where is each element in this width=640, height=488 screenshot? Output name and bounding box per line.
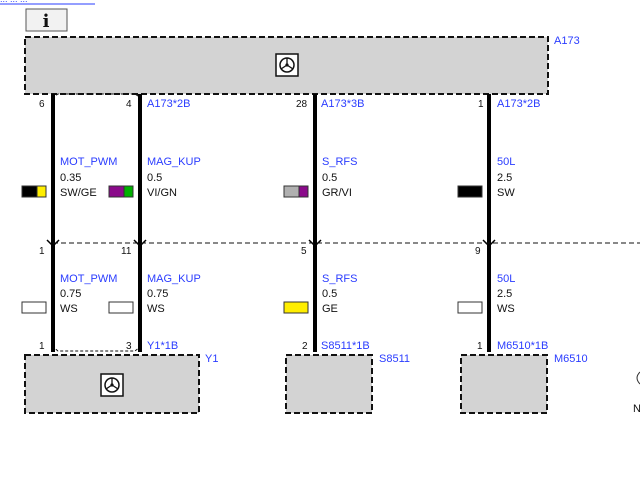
component-label-s8511[interactable]: S8511 xyxy=(379,353,410,365)
edge-mark xyxy=(636,371,640,385)
wire-gauge: 0.35 xyxy=(60,172,81,184)
component-label-m6510[interactable]: M6510 xyxy=(554,353,588,365)
wire-color-code: WS xyxy=(60,303,78,315)
connector-label[interactable]: A173*2B xyxy=(147,98,190,110)
wire-color-code: WS xyxy=(147,303,165,315)
component-m6510[interactable] xyxy=(460,354,548,414)
wire-color-code: GE xyxy=(322,303,338,315)
pin-number: 1 xyxy=(477,341,483,352)
wire-color-code: WS xyxy=(497,303,515,315)
wire-color-code: GR/VI xyxy=(322,187,352,199)
info-button[interactable]: i xyxy=(25,8,68,32)
pin-number: 3 xyxy=(126,341,132,352)
pin-number: 11 xyxy=(121,246,132,257)
wire-color-code: VI/GN xyxy=(147,187,177,199)
pin-number: 4 xyxy=(126,99,132,110)
wire-color-swatch xyxy=(21,185,47,198)
pin-number: 2 xyxy=(302,341,308,352)
wire-name[interactable]: MOT_PWM xyxy=(60,273,117,285)
pin-number: 1 xyxy=(478,99,484,110)
component-s8511[interactable] xyxy=(285,354,373,414)
wire-color-swatch xyxy=(457,185,483,198)
component-label-y1[interactable]: Y1 xyxy=(205,353,218,365)
wire-gauge: 2.5 xyxy=(497,172,512,184)
wire-gauge: 0.75 xyxy=(60,288,81,300)
pin-number: 5 xyxy=(301,246,307,257)
wire-name[interactable]: MAG_KUP xyxy=(147,273,201,285)
component-label-a173[interactable]: A173 xyxy=(554,35,580,47)
wire-color-swatch xyxy=(283,185,309,198)
connector-label[interactable]: A173*2B xyxy=(497,98,540,110)
cut-link-text[interactable]: ... ... ... xyxy=(0,0,28,4)
wire-color-code: SW xyxy=(497,187,515,199)
pin-number: 6 xyxy=(39,99,45,110)
connector-label[interactable]: M6510*1B xyxy=(497,340,548,352)
info-icon: i xyxy=(43,11,50,32)
wire-color-swatch xyxy=(108,301,134,314)
wire-name[interactable]: MAG_KUP xyxy=(147,156,201,168)
connector-label[interactable]: S8511*1B xyxy=(321,340,370,352)
component-y1[interactable] xyxy=(24,354,200,414)
wire-name[interactable]: 50L xyxy=(497,156,515,168)
steering-wheel-icon xyxy=(275,53,299,77)
wire-gauge: 0.75 xyxy=(147,288,168,300)
connector-label[interactable]: Y1*1B xyxy=(147,340,178,352)
wire-color-swatch xyxy=(108,185,134,198)
pin-number: 1 xyxy=(39,246,45,257)
wire-color-swatch xyxy=(457,301,483,314)
wire-color-swatch xyxy=(21,301,47,314)
pin-number: 28 xyxy=(296,99,308,110)
wire-gauge: 0.5 xyxy=(147,172,162,184)
component-a173[interactable] xyxy=(24,36,549,95)
wire-color-code: SW/GE xyxy=(60,187,97,199)
pin-number: 1 xyxy=(39,341,45,352)
wire-name[interactable]: 50L xyxy=(497,273,515,285)
steering-wheel-icon xyxy=(100,373,124,397)
wire-color-swatch xyxy=(283,301,309,314)
wire-gauge: 0.5 xyxy=(322,288,337,300)
wire-name[interactable]: S_RFS xyxy=(322,273,357,285)
connector-bracket xyxy=(51,345,142,352)
wire-name[interactable]: S_RFS xyxy=(322,156,357,168)
pin-number: 9 xyxy=(475,246,481,257)
wire-gauge: 0.5 xyxy=(322,172,337,184)
edge-glyph: N xyxy=(633,403,640,415)
connector-label[interactable]: A173*3B xyxy=(321,98,364,110)
wire-gauge: 2.5 xyxy=(497,288,512,300)
wire-name[interactable]: MOT_PWM xyxy=(60,156,117,168)
